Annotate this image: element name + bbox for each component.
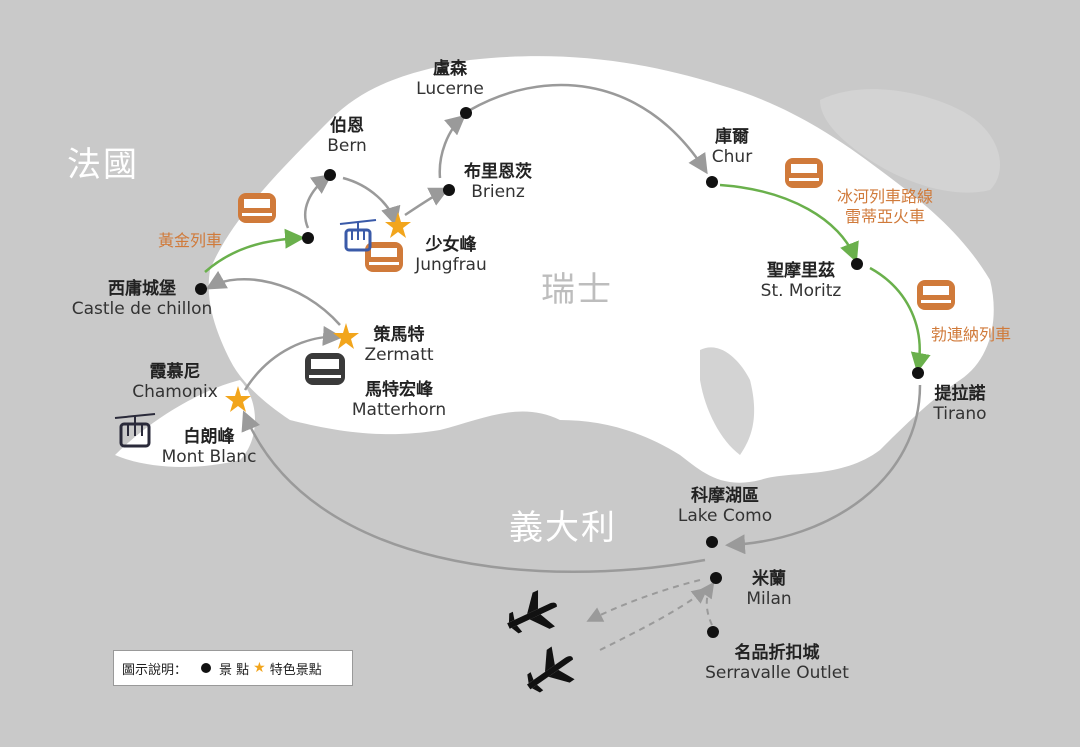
dot-tirano [912, 367, 924, 379]
train-icon-matterhorn [305, 353, 345, 385]
route-chamonix-zermatt [243, 325, 343, 391]
route-golden-bern [303, 174, 333, 229]
legend-title: 圖示說明： [122, 662, 188, 678]
dot-golden [302, 232, 314, 244]
country-label-france: 法國 [67, 145, 139, 185]
route-stmoritz-tirano [869, 266, 931, 373]
legend-dot-icon [201, 663, 212, 673]
train-label-bernina: 勃連納列車 [931, 325, 1012, 344]
dot-bern [324, 169, 336, 181]
cable-car-icon-jungfrau [339, 219, 377, 252]
train-label-golden-pass: 黃金列車 [158, 231, 223, 250]
map-legend: 圖示說明： 景 點 ★ 特色景點 [113, 650, 353, 686]
train-label-glacier: 冰河列車路線雷蒂亞火車 [836, 187, 933, 226]
route-como-chamonix [241, 410, 706, 574]
route-tirano-como [725, 384, 922, 555]
star-icon-jungfrau [385, 212, 411, 238]
route-plane-outlet [599, 587, 709, 651]
land-region-lake-arm [700, 347, 755, 455]
dot-outlet [707, 626, 719, 638]
legend-star-icon: ★ [253, 660, 266, 676]
route-lucerne-chur [469, 83, 708, 175]
country-label-italy: 義大利 [509, 508, 617, 548]
star-icon-zermatt [333, 323, 359, 349]
dot-chillon [195, 283, 207, 295]
route-milan-plane [586, 579, 701, 622]
dot-brienz [443, 184, 455, 196]
route-brienz-lucerne [438, 114, 466, 179]
train-icon-glacier [785, 158, 823, 188]
airplane-icon-departure [507, 590, 557, 634]
route-chur-stmoritz [719, 183, 859, 263]
dot-lucerne [460, 107, 472, 119]
star-icon-chamonix [225, 386, 251, 412]
route-milan-outlet [698, 581, 715, 626]
land-region-north-east [820, 89, 1000, 193]
route-bern-jungfrau [342, 176, 401, 227]
dot-milan [710, 572, 722, 584]
route-jungfrau-brienz [404, 187, 450, 217]
route-zermatt-chillon [205, 270, 341, 326]
legend-dot-label: 景 點 [219, 662, 250, 678]
train-icon-golden [238, 193, 276, 223]
dot-chur [706, 176, 718, 188]
dot-stmoritz [851, 258, 863, 270]
route-chillon-golden [204, 228, 305, 273]
legend-star-label: 特色景點 [269, 662, 322, 678]
dot-como [706, 536, 718, 548]
train-icon-bernina [917, 280, 955, 310]
cable-car-icon-mont-blanc [114, 413, 156, 448]
airplane-icon-arrival [526, 646, 575, 693]
country-label-switzerland: 瑞士 [541, 270, 613, 310]
train-icon-jungfrau [365, 242, 403, 272]
land-region-alps-west [115, 380, 255, 467]
